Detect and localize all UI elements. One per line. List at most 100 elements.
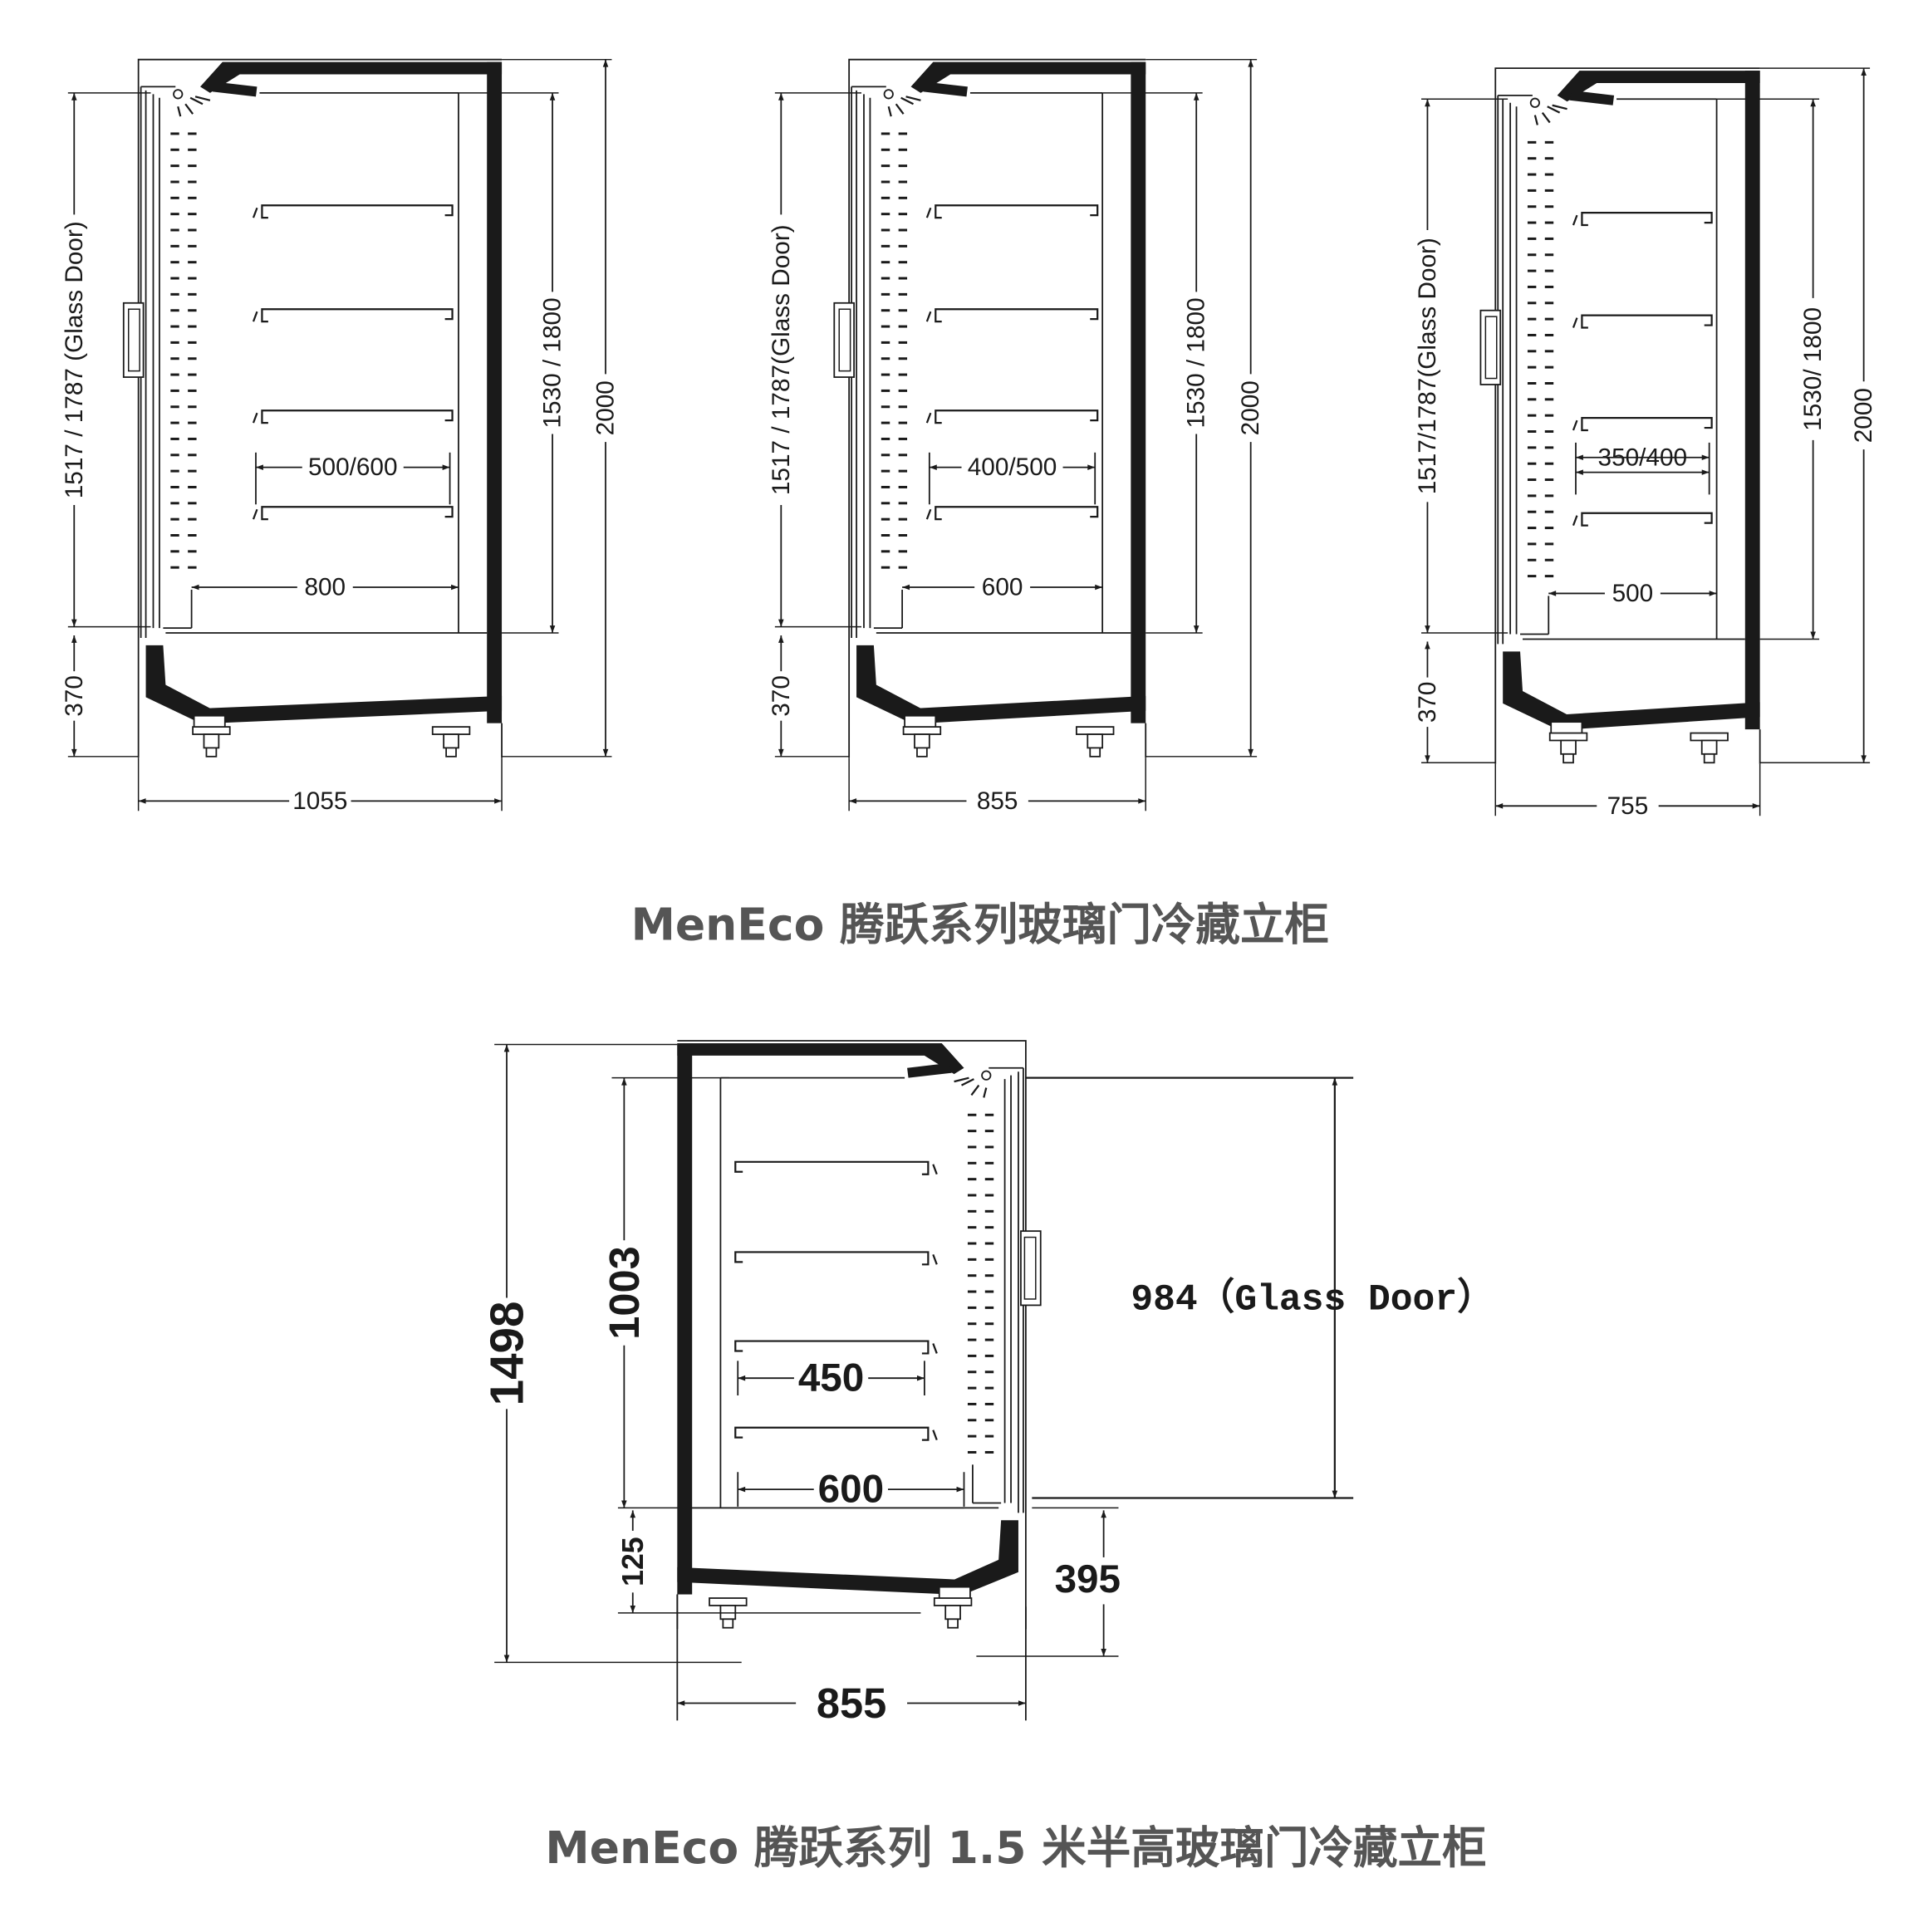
foot-plate bbox=[1548, 732, 1588, 742]
arrow-head bbox=[902, 584, 910, 591]
foot-plate bbox=[933, 1597, 973, 1606]
line bbox=[961, 1078, 974, 1086]
shelf bbox=[252, 409, 454, 424]
foot bbox=[902, 726, 942, 758]
shelf bbox=[252, 308, 454, 323]
arrow-head bbox=[630, 1605, 636, 1613]
line bbox=[905, 96, 921, 101]
arrow-head bbox=[1425, 99, 1430, 107]
horizontal-dimension: 855 bbox=[677, 1679, 1026, 1727]
shelf bbox=[1572, 212, 1713, 227]
arrow-head bbox=[71, 748, 77, 757]
arrow-head bbox=[1861, 68, 1867, 76]
arrow-head bbox=[255, 464, 263, 470]
arrow-head bbox=[1332, 1077, 1338, 1086]
horizontal-dimension: 400/500 bbox=[929, 454, 1096, 481]
dimension-label: 2000 bbox=[1850, 388, 1877, 443]
vertical-dimension: 1003 bbox=[601, 1077, 648, 1508]
arrow-head bbox=[621, 1500, 627, 1508]
dimension-label: 1517 / 1787(Glass Door) bbox=[768, 224, 795, 495]
arrow-head bbox=[738, 1375, 746, 1381]
back-wall bbox=[1131, 61, 1146, 723]
foot bbox=[1548, 732, 1588, 764]
dimension-label: 500 bbox=[1612, 580, 1654, 607]
horizontal-dimension: 500/600 bbox=[255, 454, 450, 481]
top-wall bbox=[677, 1042, 964, 1075]
arrow-head bbox=[778, 748, 784, 757]
arrow-head bbox=[191, 584, 199, 591]
horizontal-dimension: 855 bbox=[849, 787, 1146, 815]
foot-stem bbox=[1700, 739, 1718, 755]
arrow-head bbox=[503, 1655, 510, 1663]
floor bbox=[916, 695, 1146, 723]
top-wall bbox=[1557, 71, 1760, 102]
door-handle bbox=[833, 302, 855, 378]
line bbox=[177, 105, 182, 117]
foot-pad bbox=[445, 747, 457, 758]
arrow-head bbox=[778, 619, 784, 627]
shelf bbox=[734, 1251, 938, 1266]
fan-icon bbox=[1529, 97, 1540, 108]
dimension-label: 2000 bbox=[1237, 380, 1264, 435]
cabinet-1 bbox=[67, 58, 612, 812]
foot bbox=[431, 726, 471, 758]
arrow-head bbox=[442, 464, 450, 470]
line bbox=[189, 96, 204, 105]
shelf bbox=[925, 506, 1099, 521]
dimension-label: 450 bbox=[798, 1356, 864, 1400]
outer-outline bbox=[848, 58, 1147, 758]
arrow-head bbox=[1575, 454, 1583, 461]
dimension-label: 395 bbox=[1055, 1557, 1121, 1601]
shelf bbox=[925, 308, 1099, 323]
arrow-head bbox=[1752, 803, 1760, 809]
door-handle-inner bbox=[1484, 316, 1498, 380]
foot-pad bbox=[1089, 747, 1101, 758]
back-wall bbox=[1744, 71, 1760, 730]
dimension-label: 500/600 bbox=[308, 454, 398, 481]
shelf bbox=[1572, 417, 1713, 432]
dimension-label: 370 bbox=[768, 675, 795, 717]
fan-icon bbox=[173, 89, 184, 100]
foot-stem bbox=[914, 733, 930, 749]
door-handle-inner bbox=[127, 308, 140, 372]
dimension-label: 600 bbox=[982, 573, 1023, 601]
horizontal-dimension: 600 bbox=[902, 573, 1103, 601]
arrow-head bbox=[778, 635, 784, 643]
vertical-dimension: 2000 bbox=[1850, 68, 1877, 763]
arrow-head bbox=[1018, 1700, 1026, 1706]
arrow-head bbox=[677, 1700, 685, 1706]
shelf bbox=[1572, 512, 1713, 527]
shelf bbox=[734, 1426, 938, 1441]
foot-plate bbox=[192, 726, 231, 735]
vertical-dimension: 1517/1787(Glass Door) bbox=[1414, 99, 1441, 634]
line bbox=[895, 103, 905, 115]
dimension-label: 855 bbox=[977, 787, 1018, 815]
arrow-head bbox=[138, 798, 146, 804]
arrow-head bbox=[1095, 584, 1103, 591]
foot-pad bbox=[1703, 753, 1715, 764]
arrow-head bbox=[916, 1375, 925, 1381]
foot-plate bbox=[1075, 726, 1115, 735]
front-base bbox=[145, 645, 215, 723]
front-base bbox=[1503, 651, 1572, 730]
foot bbox=[1690, 732, 1729, 764]
arrow-head bbox=[1810, 99, 1816, 107]
title-bottom: MenEco 腾跃系列 1.5 米半高玻璃门冷藏立柜 bbox=[545, 1822, 1486, 1874]
vertical-dimension: 1530 / 1800 bbox=[1183, 92, 1210, 634]
arrow-head bbox=[1548, 591, 1557, 596]
dimension-label: 1055 bbox=[292, 787, 347, 815]
air-louver bbox=[907, 1062, 952, 1078]
shelf bbox=[252, 204, 454, 219]
horizontal-dimension: 800 bbox=[191, 573, 459, 601]
arrow-head bbox=[1193, 625, 1199, 634]
foot-pad bbox=[722, 1618, 734, 1629]
back-wall bbox=[487, 61, 503, 723]
line bbox=[970, 1084, 980, 1096]
dimension-label: 1498 bbox=[481, 1302, 533, 1406]
line bbox=[1552, 104, 1567, 110]
floor bbox=[1563, 702, 1760, 730]
foot bbox=[933, 1597, 973, 1629]
arrow-head bbox=[778, 92, 784, 101]
front-base bbox=[949, 1520, 1018, 1595]
foot-pad bbox=[916, 747, 928, 758]
